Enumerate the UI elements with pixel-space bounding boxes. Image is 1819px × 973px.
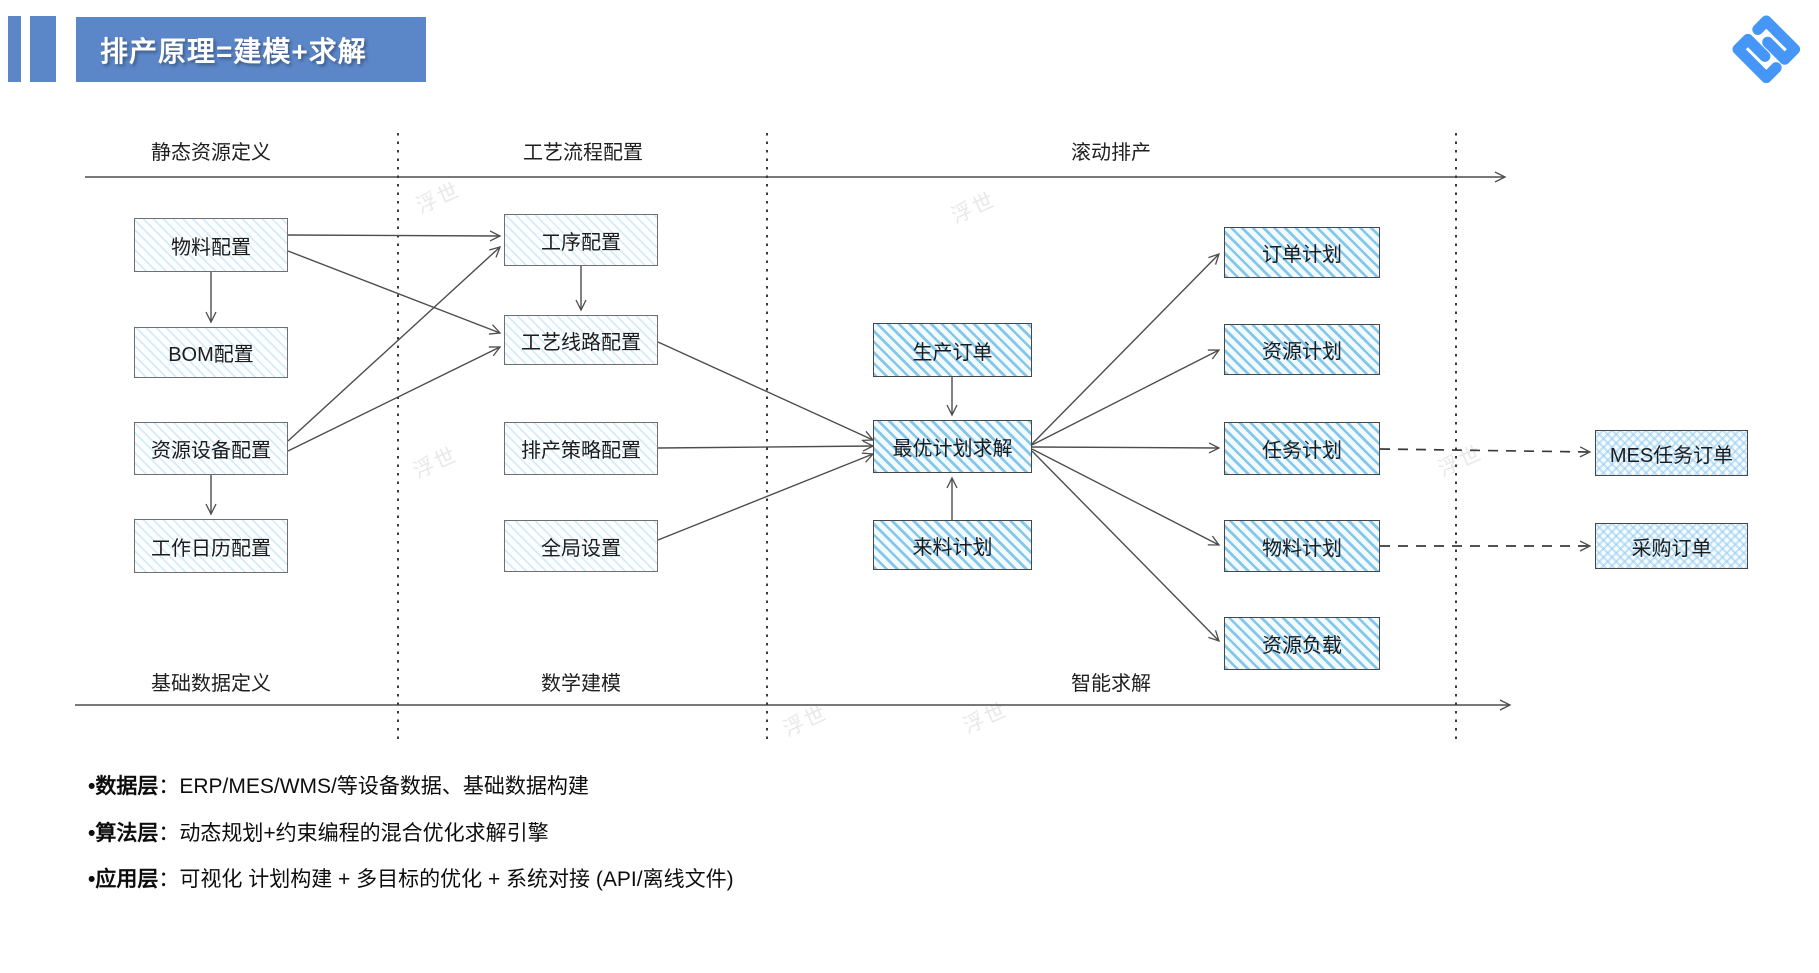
footnote-text: ：动态规划+约束编程的混合优化求解引擎 xyxy=(158,822,549,845)
section-header-process-flow: 工艺流程配置 xyxy=(523,142,643,164)
title-accent-bar xyxy=(30,16,56,82)
node-resource-load: 资源负载 xyxy=(1224,617,1380,670)
node-purchase-order: 采购订单 xyxy=(1595,523,1748,569)
node-incoming-material-plan: 来料计划 xyxy=(873,520,1032,570)
footnote-label: •数据层 xyxy=(88,775,159,798)
node-order-plan: 订单计划 xyxy=(1224,227,1380,278)
node-task-plan: 任务计划 xyxy=(1224,422,1380,475)
node-operation-config: 工序配置 xyxy=(504,214,658,266)
node-process-route-config: 工艺线路配置 xyxy=(504,315,658,365)
section-header-rolling-scheduling: 滚动排产 xyxy=(1071,142,1151,164)
section-footer-intelligent-solving: 智能求解 xyxy=(1071,673,1151,695)
page-title: 排产原理=建模+求解 xyxy=(100,35,367,67)
company-logo-icon xyxy=(1732,15,1801,84)
node-global-settings: 全局设置 xyxy=(504,520,658,572)
title-banner: 排产原理=建模+求解 xyxy=(76,17,426,82)
node-work-calendar-config: 工作日历配置 xyxy=(134,519,288,573)
node-material-plan: 物料计划 xyxy=(1224,520,1380,572)
section-footer-basic-data: 基础数据定义 xyxy=(151,673,271,695)
footnote-text: ：ERP/MES/WMS/等设备数据、基础数据构建 xyxy=(158,775,589,798)
node-optimal-plan-solver: 最优计划求解 xyxy=(873,420,1032,473)
title-accent-bar xyxy=(8,16,21,82)
node-resource-plan: 资源计划 xyxy=(1224,324,1380,375)
node-bom-config: BOM配置 xyxy=(134,327,288,378)
node-scheduling-strategy-config: 排产策略配置 xyxy=(504,422,658,475)
footnote-data-layer: •数据层：ERP/MES/WMS/等设备数据、基础数据构建 xyxy=(88,770,589,800)
footnote-label: •算法层 xyxy=(88,822,159,845)
node-material-config: 物料配置 xyxy=(134,218,288,272)
footnote-algorithm-layer: •算法层：动态规划+约束编程的混合优化求解引擎 xyxy=(88,817,549,847)
node-mes-task-order: MES任务订单 xyxy=(1595,430,1748,476)
node-production-order: 生产订单 xyxy=(873,323,1032,377)
section-header-static-resource: 静态资源定义 xyxy=(151,142,271,164)
footnote-label: •应用层 xyxy=(88,868,159,891)
section-footer-math-modeling: 数学建模 xyxy=(541,673,621,695)
footnote-text: ：可视化 计划构建 + 多目标的优化 + 系统对接 (API/离线文件) xyxy=(158,868,734,891)
footnote-application-layer: •应用层：可视化 计划构建 + 多目标的优化 + 系统对接 (API/离线文件) xyxy=(88,863,734,893)
node-resource-equipment-config: 资源设备配置 xyxy=(134,422,288,475)
